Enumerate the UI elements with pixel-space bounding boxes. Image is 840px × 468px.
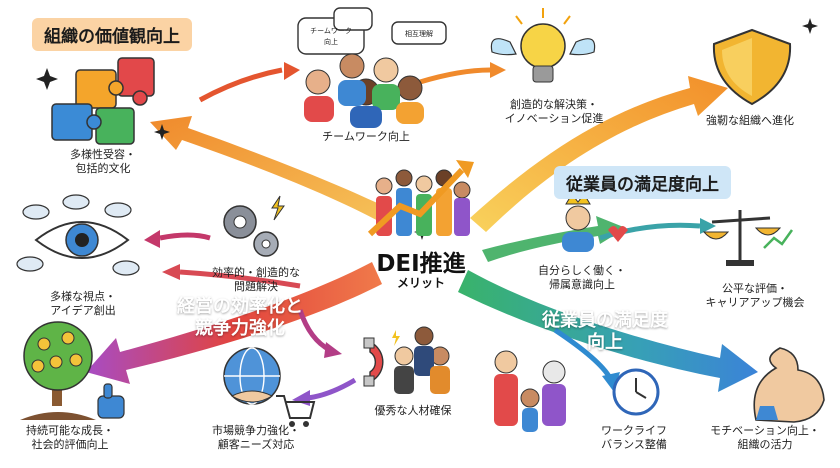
arrow-to-sustainable [86,262,382,384]
arrow-belonging-to-scale [599,222,701,241]
talent-people-icon [394,326,450,394]
arrowhead [324,342,342,358]
family-icon [494,350,566,432]
shield-icon [712,28,792,106]
label-motivation-line2: 組織の活力 [737,438,793,451]
arrow-center-to-eye [179,269,301,289]
arrow-to-resilient [470,76,728,232]
section-efficiency-line2: 競争力強化 [195,318,285,339]
flexed-arm-icon [753,347,825,423]
section-employee-flow: 従業員の満足度 向上 [520,310,690,354]
label-sustainable-line1: 持続可能な成長・ [26,424,114,437]
section-org-value: 組織の価値観向上 [32,18,192,51]
label-sustainable-line2: 社会的評価向上 [31,438,109,451]
label-work-life-line1: ワークライフ [601,424,667,437]
label-diversity-line2: 包括的文化 [75,162,131,175]
arrow-gears-to-eye [159,232,211,241]
label-diversity: 多様性受容・ 包括的文化 [48,148,158,176]
section-employee-flow-line2: 向上 [587,332,623,353]
arrowhead [162,264,180,280]
scale-icon [702,210,794,266]
crowned-employee-icon [562,193,628,252]
section-efficiency-line1: 経営の効率化と [177,296,303,317]
clock-icon [612,368,660,416]
label-teamwork: チームワーク向上 [322,130,410,143]
label-problem-solving-line1: 効率的・創造的な [212,266,300,279]
arrow-talent-to-market [307,377,357,401]
arrowhead [284,62,300,80]
lightbulb-icon [490,8,596,83]
globe-handshake-icon [223,347,281,405]
label-talent: 優秀な人材確保 [374,404,452,417]
eye-icon [16,194,140,276]
label-motivation-line1: モチベーション向上・ [710,424,820,437]
label-belonging-line2: 帰属意識向上 [549,278,615,291]
section-employee-flow-line1: 従業員の満足度 [542,310,668,331]
label-sustainable: 持続可能な成長・ 社会的評価向上 [10,424,130,452]
heart-icon [608,226,628,242]
arrow-teamwork-to-innovation [419,67,491,85]
bubble-teamwork-line1: チームワーク [310,27,352,35]
magnet-icon [363,330,400,387]
arrow-diversity-to-teamwork [198,67,283,103]
section-efficiency: 経営の効率化と 競争力強化 [160,296,320,340]
arrowhead [292,390,310,406]
label-motivation: モチベーション向上・ 組織の活力 [700,424,830,452]
label-belonging-line1: 自分らしく働く・ [538,264,626,277]
label-problem-solving-line2: 問題解決 [234,280,278,293]
label-work-life: ワークライフ バランス整備 [584,424,684,452]
diverse-team-growth-icon [367,160,474,237]
arrow-to-clock [553,327,613,380]
label-belonging: 自分らしく働く・ 帰属意識向上 [522,264,642,292]
label-innovation: 創造的な解決策・ イノベーション促進 [494,98,614,126]
arrowhead [700,218,716,234]
arrow-to-fair-eval [482,216,626,262]
puzzle-icon [51,57,155,145]
label-work-life-line2: バランス整備 [601,438,667,451]
arrowhead [490,62,506,78]
label-fair-eval: 公平な評価・ キャリアアップ機会 [690,282,820,310]
gears-icon [223,195,285,257]
label-perspectives: 多様な視点・ アイデア創出 [28,290,138,318]
thumbs-up-icon [97,383,125,419]
label-market: 市場競争力強化・ 顧客ニーズ対応 [196,424,316,452]
section-employee-satisfaction: 従業員の満足度向上 [554,166,731,199]
shopping-cart-icon [276,395,316,427]
label-market-line1: 市場競争力強化・ [212,424,300,437]
label-perspectives-line1: 多様な視点・ [50,290,116,303]
team-people-icon [297,7,447,128]
arrowhead [144,230,160,248]
label-innovation-line1: 創造的な解決策・ [510,98,598,111]
label-diversity-line1: 多様性受容・ [70,148,136,161]
center-title: DEI推進 [376,251,466,277]
bubble-teamwork-line2: 向上 [324,37,338,46]
label-fair-eval-line1: 公平な評価・ [722,282,788,295]
label-market-line2: 顧客ニーズ対応 [217,438,295,451]
label-problem-solving: 効率的・創造的な 問題解決 [196,266,316,294]
label-innovation-line2: イノベーション促進 [504,112,604,125]
money-tree-icon [20,321,96,420]
label-perspectives-line2: アイデア創出 [50,304,116,317]
bubble-mutual: 相互理解 [405,29,433,38]
label-fair-eval-line2: キャリアアップ機会 [705,296,805,309]
arrow-to-diversity [150,116,392,224]
arrow-to-motivation [458,270,758,392]
center-subtitle: メリット [396,276,445,290]
label-resilient: 強靭な組織へ進化 [706,114,794,127]
